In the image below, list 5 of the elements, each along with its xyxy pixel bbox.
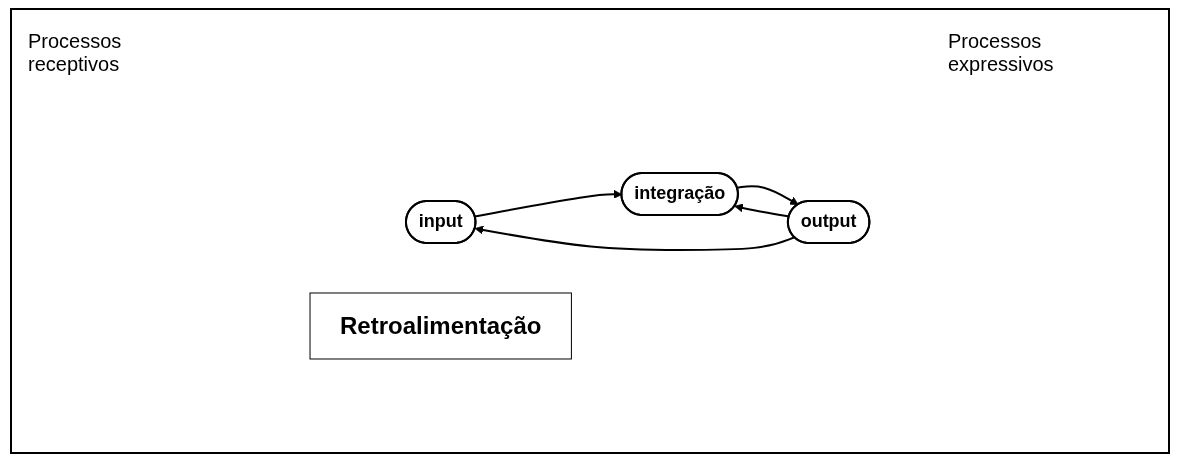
node-box: Retroalimentação bbox=[309, 292, 573, 360]
arrow bbox=[736, 185, 799, 206]
side-note: Processos expressivos bbox=[948, 30, 1055, 76]
arrow bbox=[474, 225, 796, 251]
side-note: Processos receptivos bbox=[28, 30, 123, 76]
